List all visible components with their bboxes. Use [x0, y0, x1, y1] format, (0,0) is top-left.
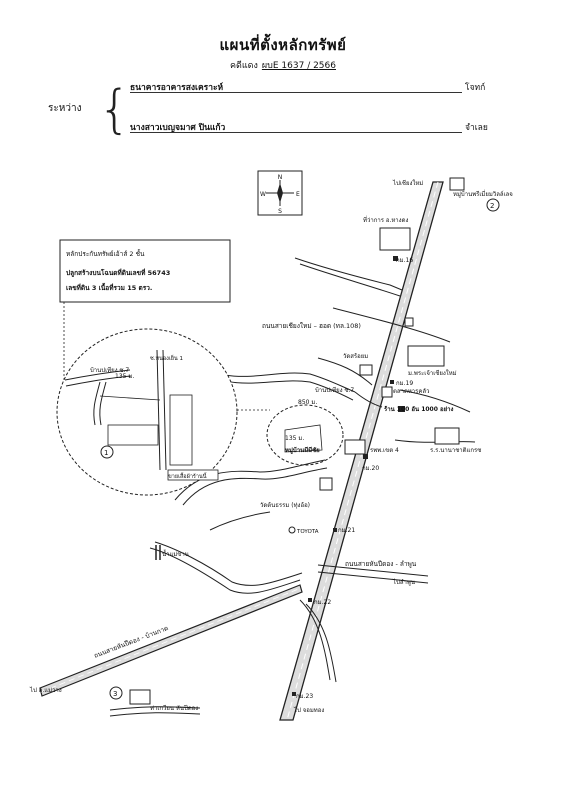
signpost-icon: [404, 317, 414, 327]
label-km19: กม.19: [396, 380, 413, 387]
school2-icon: [434, 427, 460, 445]
defendant-underline: [130, 132, 462, 133]
label-km21: กม.21: [338, 527, 355, 534]
label-marker2: 2: [490, 202, 494, 210]
plaintiff-name: ธนาคารอาคารสงเคราะห์: [130, 83, 224, 93]
inset-road-label: ซ.หนองเย็น 1: [150, 354, 183, 362]
inset-detail-circle: 1 บ้านปเทียง ซ.7 135 ม. ซ.หนองเย็น 1 ขาย…: [56, 328, 238, 496]
market-icon: [381, 386, 393, 398]
label-village-bottom: ท่าเกวียน หันปีดอง: [150, 704, 198, 712]
district-office-icon: [379, 227, 411, 251]
temple2-icon: [319, 477, 333, 491]
label-km16: กม.16: [396, 257, 413, 264]
defendant-role: จำเลย: [465, 123, 488, 133]
km23-post: [292, 692, 296, 696]
km16-post: [393, 256, 398, 261]
label-village-top: หมู่บ้านพรีเมี่ยมวิลล์เลจ: [453, 190, 513, 198]
marker-2-circle: [486, 198, 500, 212]
toyota-icon: [288, 526, 296, 534]
label-shop-1000: ร้าน 100 อัน 1000 อย่าง: [384, 405, 453, 413]
highway-sanpatong: [39, 584, 303, 697]
label-school2: ร.ร.นานาชาติแกรซ: [430, 447, 481, 454]
label-ban-pratu: บ้านปเทียง ซ.7: [315, 386, 354, 394]
label-district-office: ที่ว่าการ อ.หางดง: [363, 216, 409, 224]
label-temple2: วัดต้นธรรม (ทุ่งอ้อ): [260, 502, 310, 509]
label-to-lamphun: ไปลำพูน: [392, 578, 415, 586]
compass-e: E: [296, 191, 300, 198]
label-village-main: หมู่บ้านมีมีชัย: [285, 446, 320, 455]
km22-post: [308, 598, 312, 602]
location-circle: [266, 404, 344, 466]
km19-post: [390, 380, 394, 384]
label-road108: ถนนสายเชียงใหม่ – ฮอด (ทล.108): [262, 322, 361, 330]
defendant-name: นางสาวเบญจมาศ ปินแก้ว: [130, 123, 226, 133]
school-icon: [407, 345, 445, 367]
property-line-3: เลขที่ดิน 3 เนื้อที่รวม 15 ตรว.: [66, 282, 152, 292]
case-number-line: คดีแดงผบE 1637 / 2566: [0, 58, 566, 72]
label-marker3: 3: [113, 690, 117, 698]
km20-post: [363, 454, 368, 459]
party-brace: {: [98, 80, 132, 140]
label-toyota: TOYOTA: [296, 529, 319, 535]
marker-3-circle: [109, 686, 123, 700]
km21-post: [333, 528, 337, 532]
inset-distance: 135 ม.: [115, 373, 134, 380]
case-label: คดีแดง: [229, 61, 258, 71]
inset-shop-label: ขายเสื้อผ้าร้านนี้: [168, 472, 207, 480]
shop-1000-icon: [398, 406, 405, 412]
between-label: ระหว่าง: [48, 103, 82, 114]
compass-w: W: [260, 191, 266, 198]
label-dist-135: 135 ม.: [285, 435, 304, 442]
label-km23: กม.23: [296, 693, 313, 700]
label-to-maewang: ไป อ.แม่วาง: [29, 686, 62, 694]
label-dist-850: 850 ม.: [298, 399, 317, 406]
label-to-chiangmai: ไปเชียงใหม่: [392, 179, 423, 187]
hospital-icon: [344, 439, 366, 455]
property-line-2: ปลูกสร้างบนโฉนดที่ดินเลขที่ 56743: [66, 267, 170, 278]
label-market: ตลาดหารคลัว: [393, 388, 429, 395]
inset-marker-1: 1: [104, 449, 108, 457]
property-info-box: หลักประกันทรัพย์เอ้าส์ 2 ชั้น ปลูกสร้างบ…: [59, 239, 231, 420]
case-number: ผบE 1637 / 2566: [261, 61, 336, 71]
label-bridge: น้ำแม่ขาน: [162, 548, 189, 558]
property-line-1: หลักประกันทรัพย์เอ้าส์ 2 ชั้น: [66, 249, 145, 258]
plaintiff-underline: [130, 92, 462, 93]
page-title: แผนที่ตั้งหลักทรัพย์: [219, 36, 347, 54]
label-road-hangdong: ถนนสายหันปีดอง - ลำพูน: [345, 560, 417, 568]
village-bottom-icon: [129, 689, 151, 705]
plaintiff-role: โจทก์: [465, 83, 486, 93]
label-temple-yom: วัดสร้อยม: [343, 353, 368, 360]
label-to-jomthong: ไป จอมทอง: [293, 706, 324, 714]
inset-village-label: บ้านปเทียง ซ.7: [90, 366, 129, 374]
temple-icon: [359, 364, 373, 376]
compass-n: N: [278, 174, 283, 181]
compass-s: S: [278, 208, 282, 215]
label-km20: กม.20: [362, 465, 379, 472]
compass-rose: N S E W: [257, 170, 303, 216]
village-top-icon: [449, 177, 465, 191]
label-hospital: รพพ.เขต 4: [370, 447, 399, 454]
label-km22: กม.22: [314, 599, 331, 606]
label-school: ม.พระเจ้าเชียงใหม่: [408, 369, 457, 377]
